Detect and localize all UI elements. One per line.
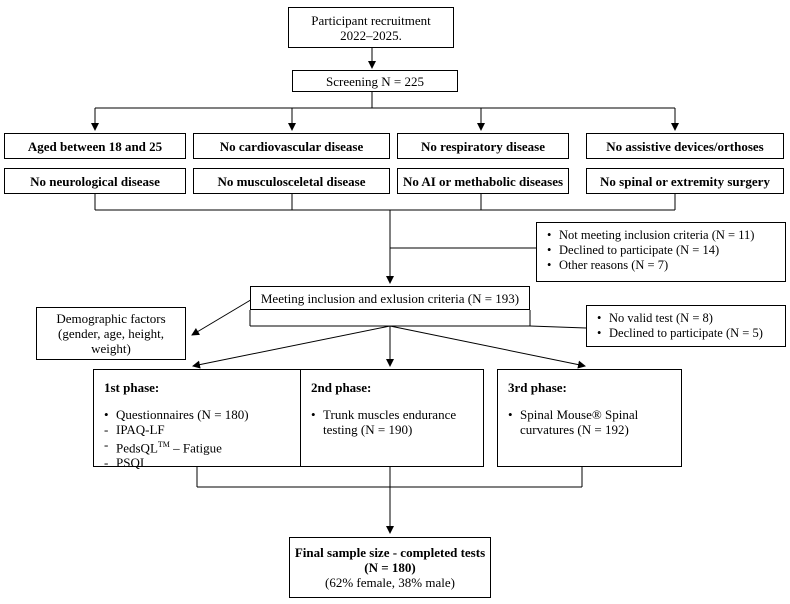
criteria-box-assistive: No assistive devices/orthoses (586, 133, 784, 159)
criteria-box-neurological: No neurological disease (4, 168, 186, 194)
criteria-box-metabolic: No AI or methabolic diseases (397, 168, 569, 194)
exclusions-box-2: No valid test (N = 8) Declined to partic… (586, 305, 786, 347)
exclusion-item: Other reasons (N = 7) (547, 258, 785, 273)
arrow-to-demographic (191, 297, 255, 336)
recruitment-box: Participant recruitment 2022–2025. (288, 7, 454, 48)
meeting-criteria-label: Meeting inclusion and exlusion criteria … (260, 290, 520, 306)
phase3-box: 3rd phase: Spinal Mouse® Spinalcurvature… (497, 369, 682, 467)
criteria-box-cardiovascular: No cardiovascular disease (193, 133, 390, 159)
pedsql-suffix: – Fatigue (169, 440, 222, 456)
phase2-bullet-line1: Trunk muscles endurance (323, 407, 457, 422)
exclusion-item: Declined to participate (N = 14) (547, 243, 785, 258)
connector-exclusions2 (529, 325, 587, 329)
criteria-label: No musculosceletal disease (217, 173, 366, 189)
final-line1: Final sample size - completed tests (294, 545, 486, 560)
criteria-label: No AI or methabolic diseases (402, 173, 564, 189)
arrow-to-phase1 (192, 325, 391, 369)
recruitment-line2: 2022–2025. (340, 27, 402, 43)
phase2-box: 2nd phase: Trunk muscles endurancetestin… (300, 369, 484, 467)
final-sample-box: Final sample size - completed tests (N =… (289, 537, 491, 598)
criteria-box-respiratory: No respiratory disease (397, 133, 569, 159)
phase1-item-psqi: PSQI (104, 455, 222, 470)
meeting-criteria-box: Meeting inclusion and exlusion criteria … (250, 286, 530, 310)
screening-label: Screening N = 225 (326, 73, 424, 89)
phase1-title: 1st phase: (104, 380, 160, 395)
demographic-line2: (gender, age, height, (58, 326, 164, 341)
criteria-label: No assistive devices/orthoses (606, 138, 764, 154)
screening-box: Screening N = 225 (292, 70, 458, 92)
exclusion-item: Not meeting inclusion criteria (N = 11) (547, 228, 785, 243)
criteria-box-surgery: No spinal or extremity surgery (586, 168, 784, 194)
phase1-box: 1st phase: Questionnaires (N = 180) IPAQ… (93, 369, 301, 470)
demographic-box: Demographic factors (gender, age, height… (36, 307, 186, 360)
phase1-item-pedsql: PedsQLTM – Fatigue (104, 437, 222, 455)
arrow-to-phase3 (389, 325, 586, 369)
criteria-label: No cardiovascular disease (219, 138, 364, 154)
exclusions-box-1: Not meeting inclusion criteria (N = 11) … (536, 222, 786, 282)
phase3-bullet-line1: Spinal Mouse® Spinal (520, 407, 639, 422)
phase2-title: 2nd phase: (311, 380, 372, 395)
phase2-bullet-line2: testing (N = 190) (323, 422, 413, 437)
exclusion-item: No valid test (N = 8) (597, 311, 785, 326)
phase3-title: 3rd phase: (508, 380, 567, 395)
criteria-label: No spinal or extremity surgery (600, 173, 770, 189)
criteria-box-age: Aged between 18 and 25 (4, 133, 186, 159)
final-line3: (62% female, 38% male) (325, 575, 455, 590)
demographic-line3: weight) (91, 341, 131, 356)
recruitment-line1: Participant recruitment (311, 12, 431, 28)
criteria-label: No respiratory disease (421, 138, 545, 154)
criteria-label: No neurological disease (30, 173, 160, 189)
final-line2: (N = 180) (364, 560, 416, 575)
exclusion-item: Declined to participate (N = 5) (597, 326, 785, 341)
criteria-box-musculoskeletal: No musculosceletal disease (193, 168, 390, 194)
phase1-item-ipaq: IPAQ-LF (104, 422, 222, 437)
criteria-label: Aged between 18 and 25 (27, 138, 163, 154)
phase1-bullet: Questionnaires (N = 180) (104, 407, 249, 422)
phase3-bullet-line2: curvatures (N = 192) (520, 422, 629, 437)
pedsql-sup: TM (157, 440, 170, 449)
pedsql-prefix: PedsQL (116, 440, 158, 456)
demographic-line1: Demographic factors (56, 311, 166, 326)
